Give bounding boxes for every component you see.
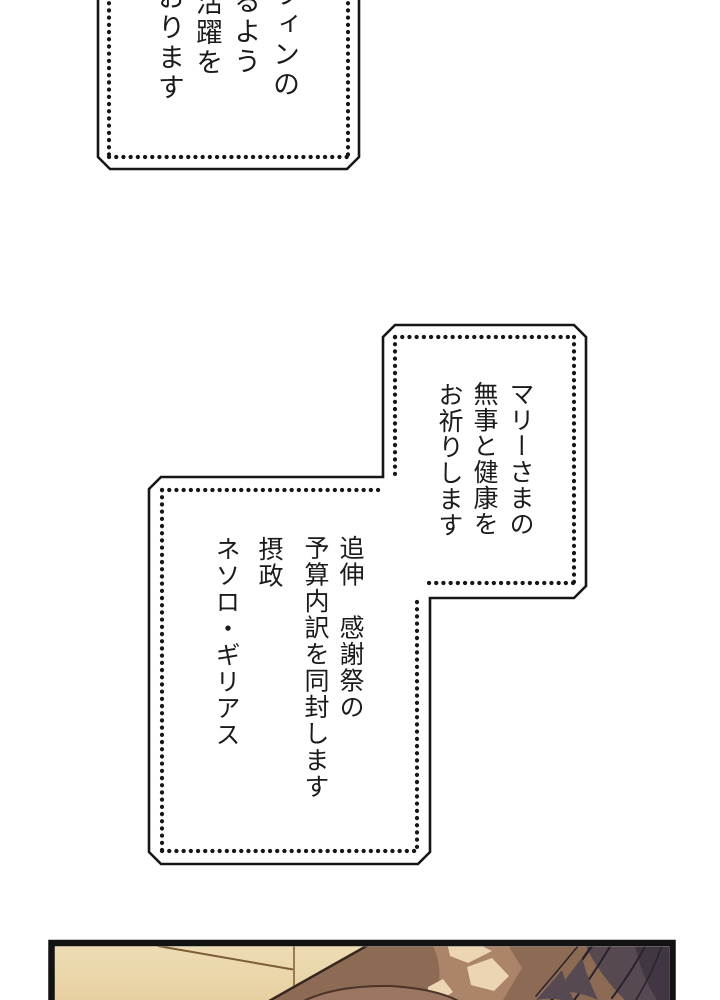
letter-text-column: おります: [153, 0, 184, 103]
wall-edge-line: [157, 946, 294, 971]
letter-text-column: ウィンの: [268, 0, 299, 100]
hair-strand: [535, 946, 579, 997]
hair-tuft: [556, 958, 598, 1000]
hair-strand: [635, 946, 663, 1000]
letter-border-outer: [96, 0, 361, 171]
dark-hair-shadow: [635, 946, 669, 1000]
hair-tuft: [536, 970, 574, 1000]
letter-text-column: るよう: [229, 0, 260, 77]
hair-strand: [611, 946, 647, 999]
letter-text-column: 追伸 感謝祭の: [336, 535, 365, 721]
letter-text-column: 摂政: [255, 536, 284, 589]
letter-box-top: [96, 0, 361, 171]
hair-highlight: [467, 958, 509, 991]
letter-text-column: 予算内訳を同封します: [301, 535, 330, 800]
hair-strand: [572, 946, 612, 1000]
hair-highlight: [447, 946, 492, 963]
letter-border-outer: [147, 323, 588, 866]
letter-text-column: マリーさまの: [506, 381, 535, 537]
letter-box-compound: [147, 323, 588, 866]
manga-panel: [48, 939, 676, 1000]
letter-text-column: 無事と健康を: [470, 381, 499, 537]
letter-text-column: 活躍を: [191, 0, 222, 78]
letter-text-column: お祈りします: [435, 382, 464, 538]
letter-text-column: ネソロ・ギリアス: [212, 536, 241, 748]
panel-border: [48, 939, 676, 1000]
face-contour: [303, 984, 459, 1000]
